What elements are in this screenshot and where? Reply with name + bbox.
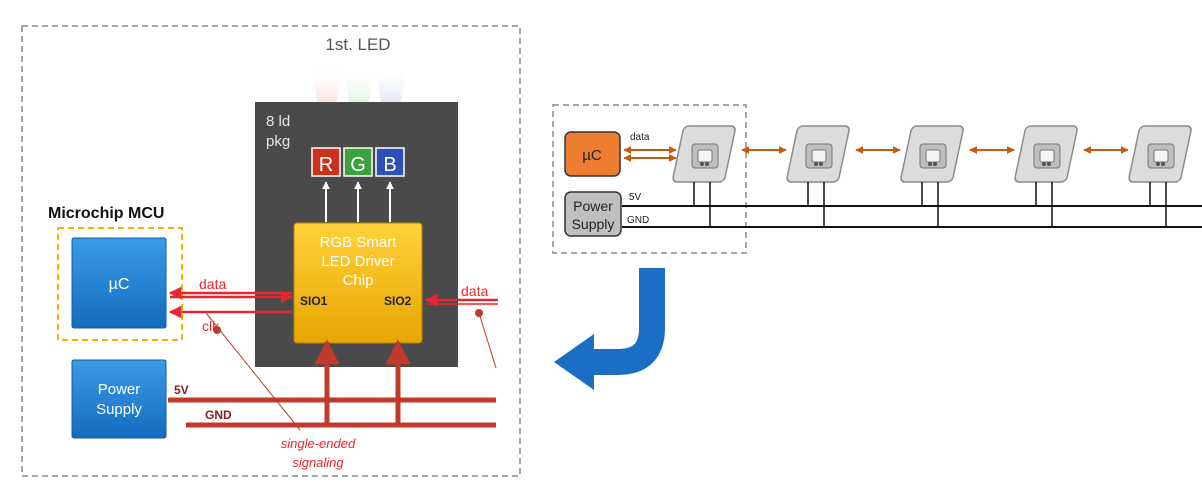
note-line2: signaling: [292, 455, 344, 470]
gnd-label: GND: [205, 408, 232, 422]
driver-line1: RGB Smart: [320, 234, 398, 251]
right-data-label: data: [630, 132, 650, 143]
led-g-square: [343, 147, 373, 177]
power-gray-line2: Supply: [572, 216, 615, 232]
led-g-label: G: [350, 154, 366, 176]
data-label-right: data: [461, 283, 488, 299]
power-line1: Power: [98, 381, 141, 398]
power-supply-box: [71, 359, 167, 439]
led-b-square: [375, 147, 405, 177]
power-gray-box: [564, 191, 622, 237]
led-r-square: [311, 147, 341, 177]
clk-junction-dot: [213, 326, 221, 334]
note-line1: single-ended: [281, 436, 356, 451]
mcu-highlight-frame: [57, 227, 183, 341]
led-package-3: [899, 125, 965, 227]
sio1-label: SIO1: [300, 294, 328, 308]
led-r-label: R: [319, 154, 333, 176]
right-gnd-label: GND: [627, 215, 649, 226]
left-panel-frame: [21, 25, 521, 477]
annotation-pointer-line: [205, 312, 301, 431]
right-v5-label: 5V: [629, 192, 642, 203]
mcu-label: µC: [109, 276, 130, 293]
driver-chip: [293, 222, 423, 344]
package-label-line2: pkg: [266, 133, 290, 150]
package-label-line1: 8 ld: [266, 113, 290, 130]
mcu-heading: Microchip MCU: [48, 205, 164, 222]
led-title: 1st. LED: [325, 35, 390, 54]
mcu-orange-box: [564, 131, 621, 177]
led-package-5: [1127, 125, 1193, 227]
led-b-label: B: [383, 154, 396, 176]
led-package-2: [785, 125, 851, 227]
driver-line2: LED Driver: [321, 253, 394, 270]
led-package-4: [1013, 125, 1079, 227]
mcu-box: [71, 237, 167, 329]
power-gray-line1: Power: [573, 198, 613, 214]
driver-line3: Chip: [343, 272, 374, 289]
mcu-orange-label: µC: [582, 147, 602, 164]
v5-label: 5V: [174, 383, 189, 397]
sio2-annotation-line: [478, 312, 497, 369]
sio2-label: SIO2: [384, 294, 412, 308]
led-package-1: [671, 125, 737, 227]
zoom-flow-arrow-icon: [554, 268, 665, 390]
data-label: data: [199, 276, 226, 292]
power-line2: Supply: [96, 401, 142, 418]
